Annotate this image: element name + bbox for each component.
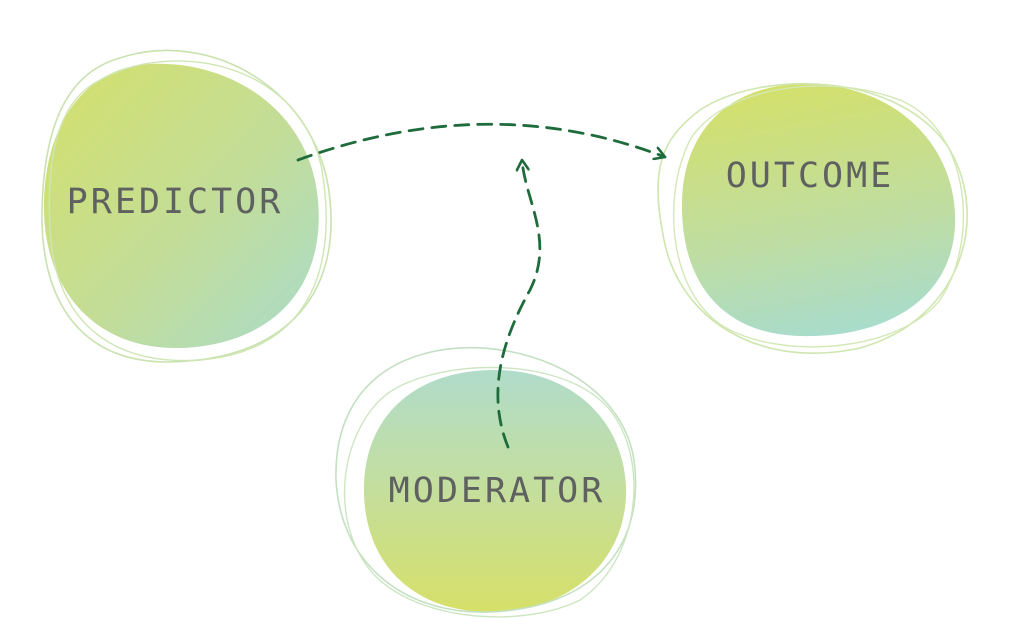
moderator-node: MODERATOR [335,346,637,618]
moderator-outline-2 [343,366,635,618]
outcome-node: OUTCOME [657,83,968,354]
moderator-label: MODERATOR [389,471,606,511]
predictor-to-outcome-arrow [296,122,667,162]
moderator-blob [363,369,627,612]
moderator-outline-1 [335,346,637,613]
outcome-blob [681,84,956,337]
outcome-label: OUTCOME [726,156,895,196]
moderator-to-path-arrow [496,158,542,449]
predictor-node: PREDICTOR [41,49,332,363]
predictor-outline-2 [48,60,327,362]
predictor-label: PREDICTOR [67,182,284,222]
outcome-outline-2 [672,85,964,348]
outcome-outline-1 [657,83,968,354]
predictor-blob [43,63,319,349]
